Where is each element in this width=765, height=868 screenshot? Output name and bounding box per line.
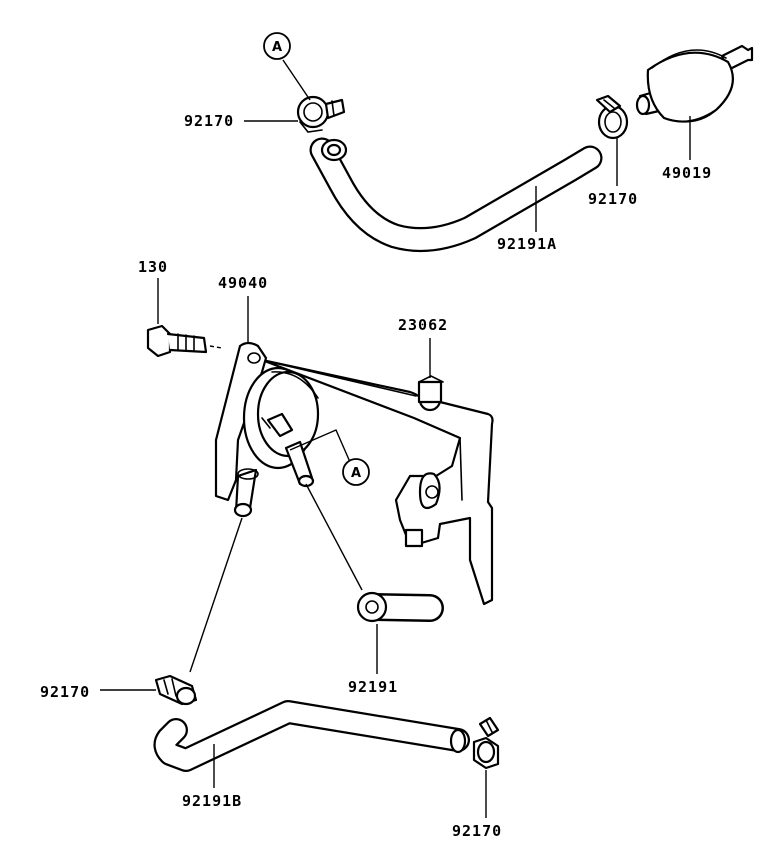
ref-a-pump-text: A — [351, 466, 361, 481]
label-pump: 49040 — [218, 274, 268, 292]
label-bolt: 130 — [138, 258, 168, 276]
clamp-top-right — [595, 94, 629, 140]
clamp-bottom-left — [154, 674, 198, 706]
pump-to-clamp-leader — [189, 517, 243, 673]
clamp-bottom-right — [472, 716, 500, 770]
label-clamp-top-right: 92170 — [588, 190, 638, 208]
label-clamp-bottom-left: 92170 — [40, 683, 90, 701]
hose-92191 — [305, 483, 444, 623]
label-clamp-bottom-right: 92170 — [452, 822, 502, 840]
ref-marker-a-top: A — [263, 32, 311, 101]
hose-92191a — [309, 137, 603, 253]
hose-92191b — [153, 700, 470, 772]
top-labels: 92170 92170 49019 92191A — [184, 112, 712, 253]
ref-a-top-text: A — [272, 40, 282, 55]
fuel-filter — [635, 44, 754, 123]
label-clamp-top-left: 92170 — [184, 112, 234, 130]
bracket — [260, 358, 494, 606]
label-bracket: 23062 — [398, 316, 448, 334]
middle-labels: 130 49040 23062 92191 — [138, 258, 448, 696]
bolt — [146, 324, 223, 358]
label-hose-a: 92191A — [497, 235, 557, 253]
ref-marker-a-pump: A — [289, 429, 370, 486]
fuel-pump — [214, 341, 320, 518]
bottom-labels: 92170 92191B 92170 — [40, 683, 502, 840]
label-hose-mid: 92191 — [348, 678, 398, 696]
label-hose-b: 92191B — [182, 792, 242, 810]
clamp-top-left — [296, 95, 346, 133]
label-filter: 49019 — [662, 164, 712, 182]
